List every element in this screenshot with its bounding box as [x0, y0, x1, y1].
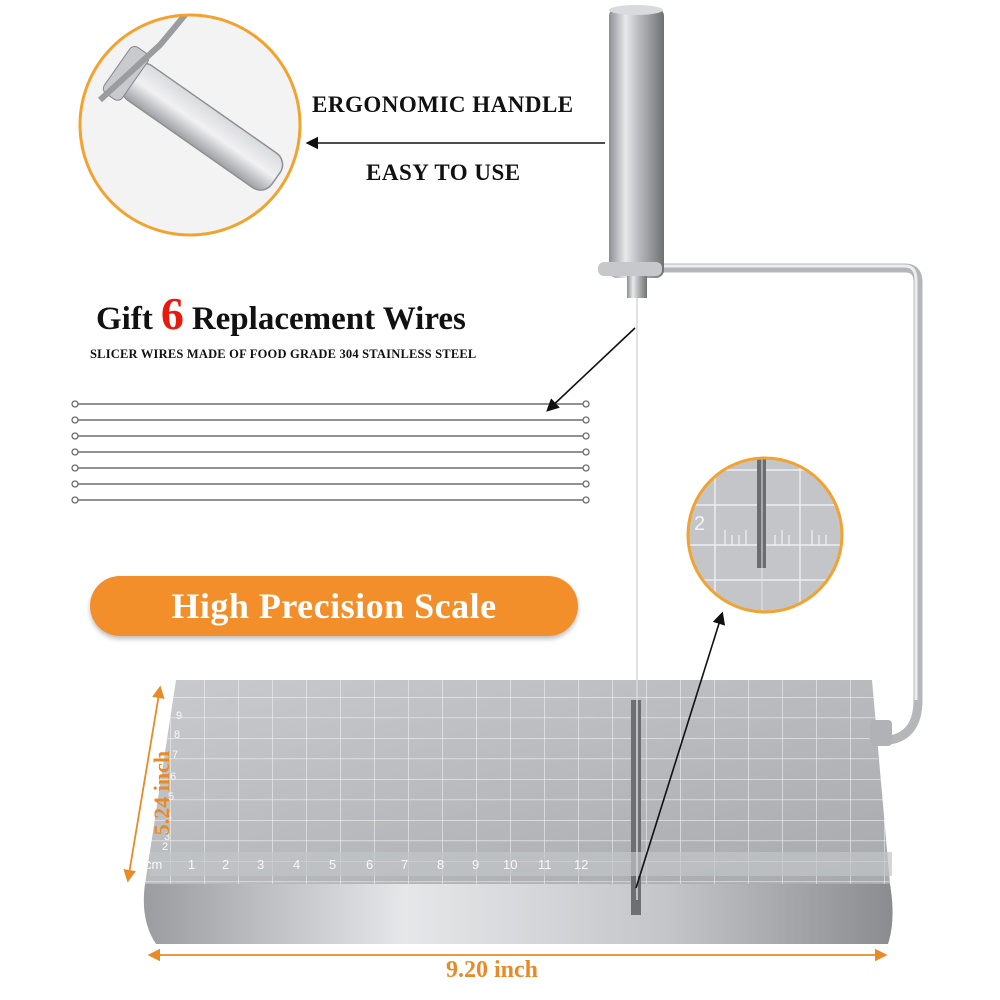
zoom-mark: 2	[694, 513, 705, 535]
y-tick: 5	[168, 791, 174, 803]
x-tick: 6	[366, 857, 373, 872]
height-dimension-label: 5.24 inch	[149, 750, 174, 836]
y-tick: 8	[174, 729, 180, 741]
y-ruler: 9 8 7 6 5 4 3 2 1	[162, 710, 182, 853]
wires-material-note: SLICER WIRES MADE OF FOOD GRADE 304 STAI…	[90, 347, 477, 361]
y-tick: 7	[172, 749, 178, 761]
y-tick: 3	[164, 831, 170, 843]
x-tick: 7	[401, 857, 408, 872]
feature-pill: High Precision Scale	[90, 576, 578, 636]
y-tick: 6	[170, 771, 176, 783]
pointer-arrows	[305, 136, 726, 889]
easy-to-use-label: EASY TO USE	[366, 160, 521, 185]
y-tick: 9	[176, 710, 182, 722]
cutting-board	[143, 680, 893, 944]
x-tick: 4	[293, 857, 300, 872]
x-tick: 5	[329, 857, 336, 872]
width-dimension-label: 9.20 inch	[446, 957, 539, 983]
x-tick: 3	[257, 857, 264, 872]
x-tick: 2	[222, 857, 229, 872]
gift-suffix: Replacement Wires	[191, 301, 466, 337]
slicer-handle	[598, 5, 664, 298]
wire-arrow	[546, 327, 636, 412]
slicer-arm	[637, 263, 923, 747]
gift-count: 6	[160, 288, 184, 339]
height-dimension-arrow	[123, 685, 165, 883]
handle-zoom-circle	[78, 13, 302, 237]
replacement-wires	[71, 400, 590, 504]
x-tick: 1	[188, 857, 195, 872]
gift-prefix: Gift	[96, 301, 153, 337]
x-tick: 10	[503, 857, 517, 872]
feature-pill-label: High Precision Scale	[171, 586, 497, 626]
scale-arrow	[635, 611, 726, 889]
scale-zoom-circle: 2	[686, 456, 844, 614]
x-tick: 8	[437, 857, 444, 872]
y-tick: 2	[162, 841, 168, 853]
y-tick: 4	[166, 811, 172, 823]
ergonomic-handle-label: ERGONOMIC HANDLE	[312, 92, 574, 117]
x-tick: 9	[472, 857, 479, 872]
x-tick: 12	[574, 857, 588, 872]
x-tick: 11	[538, 857, 552, 872]
dimension-arrows	[123, 685, 888, 962]
